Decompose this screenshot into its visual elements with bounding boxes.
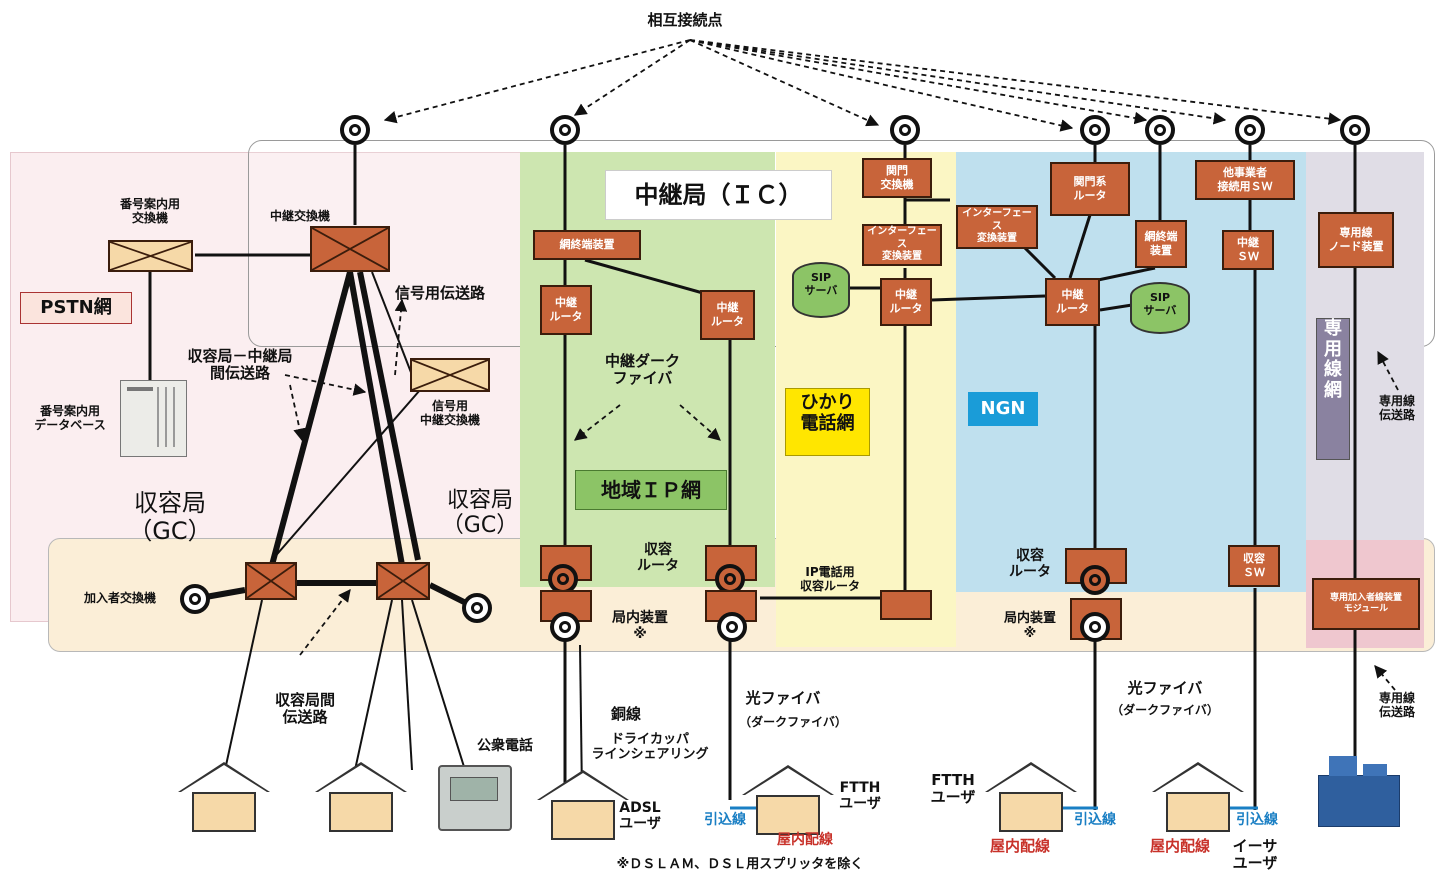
leased-device: 専用線 ノード装置 bbox=[1318, 212, 1394, 268]
relay-router-2: 中継 ルータ bbox=[700, 290, 755, 340]
relay-station-label: 中継局（ＩＣ） bbox=[605, 170, 832, 220]
house-2 bbox=[315, 762, 407, 834]
premises-device-right-label: 局内装置 ※ bbox=[1003, 611, 1056, 641]
dropline-ether-label: 引込線 bbox=[1236, 812, 1278, 828]
dry-copper-label: ドライカッパ ラインシェアリング bbox=[591, 732, 709, 762]
accommodation-left-label: 収容局 （GC） bbox=[128, 489, 212, 545]
accommodation-router-mid-label: 収容 ルータ bbox=[637, 542, 679, 575]
indoor-right-label: 屋内配線 bbox=[989, 837, 1050, 855]
leased-network-label: 専 用 線 網 bbox=[1316, 318, 1350, 460]
subscriber-switch-label: 加入者交換機 bbox=[83, 591, 156, 605]
interconnection-point-4 bbox=[1080, 115, 1110, 145]
dark-fiber-mid-label: （ダークファイバ） bbox=[739, 715, 847, 729]
accommodation-mid-label: 収容局 （GC） bbox=[441, 488, 519, 539]
dropline-mid-label: 引込線 bbox=[704, 812, 746, 828]
public-phone-icon bbox=[438, 765, 512, 831]
signal-trunk-switch bbox=[410, 358, 490, 392]
public-phone-label: 公衆電話 bbox=[477, 738, 533, 754]
premises-device-mid-label: 局内装置 ※ bbox=[612, 610, 668, 643]
fiber-mid-label: 光ファイバ bbox=[745, 689, 821, 707]
network-terminal-right: 網終端 装置 bbox=[1135, 220, 1187, 268]
accommodation-ring-2 bbox=[715, 564, 745, 594]
interconnection-point-3 bbox=[890, 115, 920, 145]
interconnection-point-2 bbox=[550, 115, 580, 145]
gc-ic-line-label: 収容局－中継局 間伝送路 bbox=[187, 347, 293, 383]
pstn-label: PSTN網 bbox=[20, 292, 132, 324]
house-ether bbox=[1152, 762, 1244, 834]
sip-server-2 bbox=[1130, 282, 1190, 334]
interconnection-point-6 bbox=[1235, 115, 1265, 145]
other-carrier-sw: 他事業者 接続用ＳＷ bbox=[1195, 160, 1295, 200]
relay-router-1: 中継 ルータ bbox=[540, 285, 592, 335]
premises-ring-right bbox=[1080, 612, 1110, 642]
signal-line-label: 信号用伝送路 bbox=[394, 284, 485, 302]
fiber-right-label: 光ファイバ bbox=[1127, 679, 1203, 697]
trunk-switch-label: 中継交換機 bbox=[269, 209, 330, 223]
gc-switch-mid bbox=[376, 562, 430, 600]
interconnection-point-1 bbox=[340, 115, 370, 145]
footnote: ※ＤＳＬＡＭ、ＤＳＬ用スプリッタを除く bbox=[616, 857, 864, 872]
ether-user-label: イーサ ユーザ bbox=[1232, 837, 1278, 873]
relay-sw: 中継 ＳＷ bbox=[1222, 230, 1274, 270]
indoor-ether-label: 屋内配線 bbox=[1149, 837, 1210, 855]
interface-converter-2: インターフェース 変換装置 bbox=[956, 205, 1038, 249]
regional-ip-label: 地域ＩＰ網 bbox=[575, 470, 727, 510]
sip-server-2-label: SIP サーバ bbox=[1143, 291, 1177, 317]
interconnection-point-7 bbox=[1340, 115, 1370, 145]
relay-area bbox=[520, 152, 775, 587]
accommodation-router-right-label: 収容 ルータ bbox=[1009, 548, 1051, 581]
directory-switch-label: 番号案内用 交換機 bbox=[119, 197, 180, 225]
premises-ring-2 bbox=[717, 612, 747, 642]
network-terminal-left: 網終端装置 bbox=[533, 230, 641, 260]
relay-router-3: 中継 ルータ bbox=[880, 278, 932, 326]
house-adsl bbox=[537, 770, 629, 842]
gc-switch-left bbox=[245, 562, 297, 600]
directory-switch bbox=[108, 240, 193, 272]
subscriber-switch-ring bbox=[180, 584, 210, 614]
interface-converter-1: インターフェース 変換装置 bbox=[862, 224, 942, 266]
database-icon bbox=[120, 380, 187, 457]
copper-label: 銅線 bbox=[610, 705, 641, 723]
dark-fiber-relay-label: 中継ダーク ファイバ bbox=[604, 352, 680, 388]
sip-server-1-label: SIP サーバ bbox=[804, 271, 838, 297]
leased-line-upper-label: 専用線 伝送路 bbox=[1378, 394, 1415, 422]
ftth-user-mid-label: FTTH ユーザ bbox=[839, 780, 881, 813]
dropline-right-label: 引込線 bbox=[1074, 812, 1116, 828]
inter-gc-line-label: 収容局間 伝送路 bbox=[274, 691, 335, 727]
signal-trunk-switch-label: 信号用 中継交換機 bbox=[419, 399, 480, 427]
hikari-phone-label: ひかり 電話網 bbox=[785, 388, 870, 456]
premises-ring-1 bbox=[550, 612, 580, 642]
directory-db-label: 番号案内用 データベース bbox=[34, 404, 106, 432]
relay-router-4: 中継 ルータ bbox=[1045, 278, 1100, 326]
sip-server-1 bbox=[792, 262, 850, 318]
indoor-mid-label: 屋内配線 bbox=[777, 832, 833, 848]
gc-ring-right bbox=[462, 593, 492, 623]
gateway-switch: 関門 交換機 bbox=[862, 158, 932, 198]
adsl-user-label: ADSL ユーザ bbox=[619, 800, 661, 833]
gateway-router: 関門系 ルータ bbox=[1050, 162, 1130, 216]
house-1 bbox=[178, 762, 270, 834]
ip-phone-router bbox=[880, 590, 932, 620]
house-ftth-right bbox=[985, 762, 1077, 834]
trunk-switch bbox=[310, 226, 390, 272]
ip-phone-router-label: IP電話用 収容ルータ bbox=[799, 565, 860, 593]
interconnection-point-5 bbox=[1145, 115, 1175, 145]
accommodation-ring-right bbox=[1080, 565, 1110, 595]
leased-line-lower-label: 専用線 伝送路 bbox=[1378, 691, 1415, 719]
house-ftth-mid bbox=[742, 765, 834, 837]
accommodation-sw: 収容 ＳＷ bbox=[1228, 545, 1280, 587]
ngn-label: NGN bbox=[968, 392, 1038, 426]
ftth-user-right-label: FTTH ユーザ bbox=[930, 771, 976, 807]
building-icon bbox=[1318, 756, 1400, 827]
leased-module: 専用加入者線装置 モジュール bbox=[1312, 578, 1420, 630]
interconnection-label: 相互接続点 bbox=[647, 11, 723, 29]
dark-fiber-right-label: （ダークファイバ） bbox=[1111, 703, 1219, 717]
